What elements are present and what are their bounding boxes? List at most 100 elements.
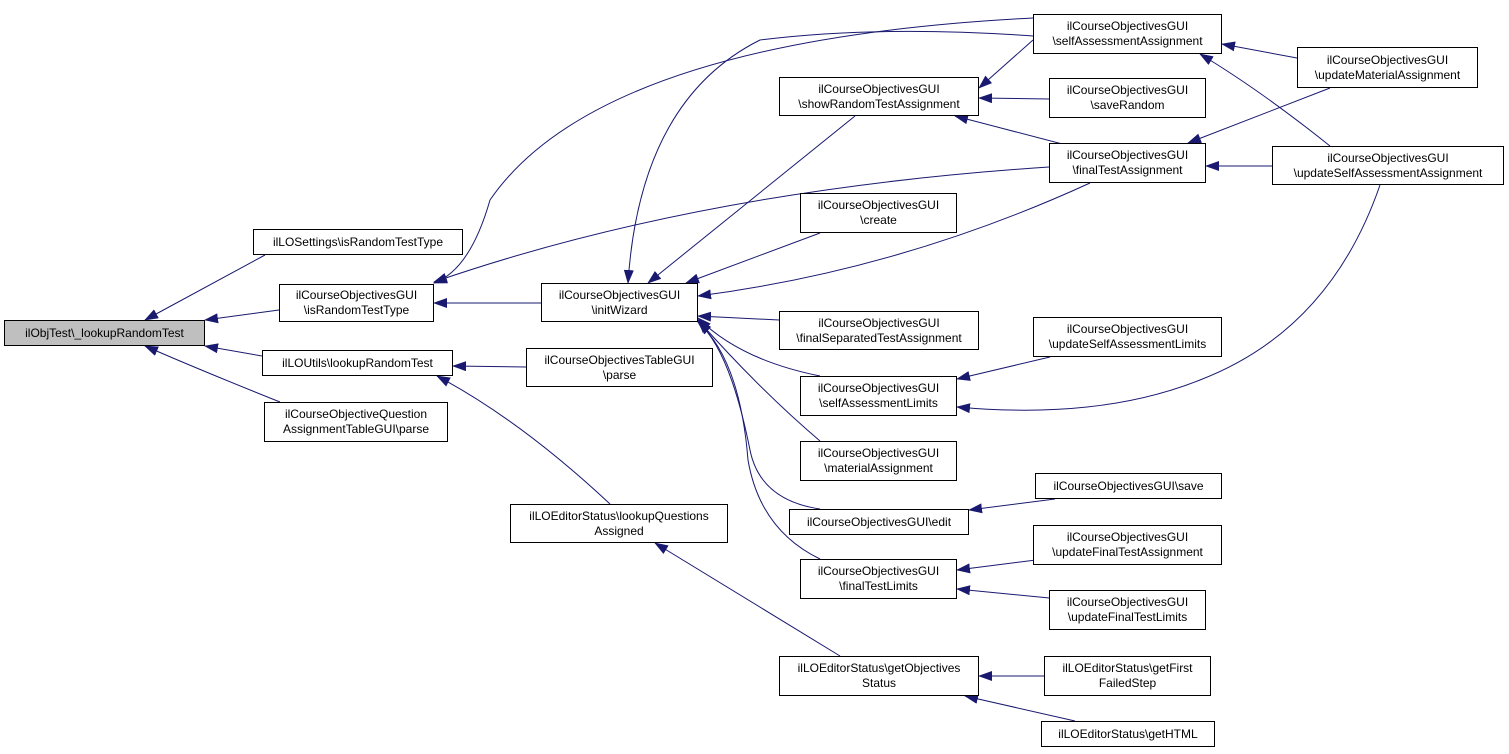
node-update-self-assessment-limits[interactable]: ilCourseObjectivesGUI \updateSelfAssessm… [1033, 317, 1222, 357]
node-label: \finalTestAssignment [1072, 163, 1183, 177]
node-label: \selfAssessmentAssignment [1052, 34, 1203, 48]
call-edge [956, 356, 1051, 381]
node-label: ilObjTest\_lookupRandomTest [25, 325, 184, 340]
node-get-objectives-status[interactable]: ilLOEditorStatus\getObjectives Status [779, 656, 979, 696]
call-edge [697, 321, 821, 560]
node-label: ilCourseObjectivesGUI [817, 381, 940, 395]
call-edge [697, 311, 780, 322]
node-label: ilCourseObjectivesGUI [1066, 322, 1189, 336]
node-label: ilCourseObjectivesGUI [1326, 52, 1449, 67]
node-label: \initWizard [591, 302, 648, 317]
node-label: ilCourseObjectivesGUI [1327, 150, 1449, 165]
node-final-test-assignment[interactable]: ilCourseObjectivesGUI \finalTestAssignme… [1049, 143, 1206, 183]
call-edge [436, 375, 611, 505]
node-label: ilCourseObjectivesGUI [1066, 83, 1189, 97]
node-label: \updateSelfAssessmentAssignment [1293, 165, 1483, 180]
node-label: ilCourseObjectivesGUI [818, 81, 940, 96]
call-edge [697, 319, 821, 442]
call-edge [452, 361, 527, 372]
node-label: ilLOUtils\lookupRandomTest [282, 355, 433, 370]
node-label: ilCourseObjectivesGUI [817, 564, 940, 578]
node-label: AssignmentTableGUI\parse [282, 422, 430, 436]
node-get-first-failed-step[interactable]: ilLOEditorStatus\getFirst FailedStep [1044, 656, 1211, 696]
call-edge [697, 182, 1091, 300]
call-edge [433, 17, 1034, 284]
node-lo-settings-is-random-test-type[interactable]: ilLOSettings\isRandomTestType [253, 229, 463, 255]
call-edge [433, 166, 1050, 283]
node-create[interactable]: ilCourseObjectivesGUI \create [800, 193, 957, 233]
node-label: ilCourseObjectivesGUI [558, 287, 681, 302]
node-label: \finalTestLimits [839, 579, 918, 593]
node-label: ilCourseObjectivesGUI [817, 198, 940, 212]
node-label: \updateMaterialAssignment [1314, 67, 1461, 82]
node-label: \updateSelfAssessmentLimits [1048, 337, 1207, 351]
node-update-final-test-limits[interactable]: ilCourseObjectivesGUI \updateFinalTestLi… [1049, 590, 1206, 630]
call-edge [685, 232, 821, 284]
call-edge [978, 93, 1050, 104]
node-label: \parse [602, 367, 637, 382]
call-edge [144, 345, 281, 403]
node-final-test-limits[interactable]: ilCourseObjectivesGUI \finalTestLimits [800, 559, 957, 599]
call-edge [968, 498, 1056, 514]
node-save-random[interactable]: ilCourseObjectivesGUI \saveRandom [1049, 78, 1206, 118]
call-edge [623, 30, 1034, 284]
node-label: \create [860, 213, 897, 227]
node-label: FailedStep [1098, 676, 1157, 690]
node-self-assessment-limits[interactable]: ilCourseObjectivesGUI \selfAssessmentLim… [800, 376, 957, 416]
call-edge [697, 321, 821, 510]
call-edge [204, 309, 280, 324]
node-init-wizard[interactable]: ilCourseObjectivesGUI \initWizard [541, 283, 698, 322]
call-edge [204, 343, 263, 357]
node-self-assessment-assignment[interactable]: ilCourseObjectivesGUI \selfAssessmentAss… [1033, 14, 1222, 54]
node-label: ilCourseObjectivesTableGUI [544, 352, 695, 367]
node-save[interactable]: ilCourseObjectivesGUI\save [1035, 473, 1222, 499]
call-edge [964, 694, 1076, 722]
call-edge [978, 39, 1034, 89]
node-lookup-questions-assigned[interactable]: ilLOEditorStatus\lookupQuestions Assigne… [510, 504, 728, 543]
node-final-separated-test-assignment[interactable]: ilCourseObjectivesGUI \finalSeparatedTes… [779, 311, 979, 350]
node-label: ilCourseObjectivesGUI [1066, 530, 1189, 544]
node-update-self-assessment-assignment[interactable]: ilCourseObjectivesGUI \updateSelfAssessm… [1272, 146, 1504, 185]
node-label: Assigned [594, 523, 644, 538]
node-edit[interactable]: ilCourseObjectivesGUI\edit [789, 509, 969, 535]
node-label: \saveRandom [1090, 98, 1165, 112]
node-obj-test-lookup-random-test: ilObjTest\_lookupRandomTest [4, 320, 205, 346]
node-label: ilCourseObjectivesGUI [295, 288, 418, 302]
node-label: ilCourseObjectivesGUI\save [1053, 478, 1204, 493]
call-edge [954, 114, 1071, 147]
node-label: \isRandomTestType [303, 303, 410, 317]
node-label: \updateFinalTestLimits [1067, 610, 1188, 624]
node-lo-utils-lookup-random-test[interactable]: ilLOUtils\lookupRandomTest [262, 350, 453, 376]
call-edge [654, 542, 841, 657]
node-label: ilCourseObjectivesGUI\edit [806, 514, 952, 529]
node-label: ilLOEditorStatus\getObjectives [797, 661, 961, 675]
node-label: \showRandomTestAssignment [798, 96, 960, 111]
node-label: ilCourseObjectiveQuestion [284, 407, 428, 421]
node-label: ilCourseObjectivesGUI [818, 315, 940, 330]
node-show-random-test-assignment[interactable]: ilCourseObjectivesGUI \showRandomTestAss… [779, 77, 979, 116]
node-material-assignment[interactable]: ilCourseObjectivesGUI \materialAssignmen… [800, 441, 957, 481]
node-update-material-assignment[interactable]: ilCourseObjectivesGUI \updateMaterialAss… [1297, 47, 1478, 88]
call-edge [956, 184, 1381, 414]
node-label: Status [861, 676, 897, 690]
call-edge [144, 254, 266, 321]
node-label: ilCourseObjectivesGUI [817, 446, 940, 460]
node-course-objectives-table-gui-parse[interactable]: ilCourseObjectivesTableGUI \parse [526, 348, 713, 387]
call-edge [647, 115, 856, 284]
call-edge [1199, 53, 1331, 147]
node-question-assignment-table-gui-parse[interactable]: ilCourseObjectiveQuestion AssignmentTabl… [264, 402, 448, 442]
node-label: ilLOEditorStatus\getFirst [1062, 661, 1193, 675]
node-label: ilCourseObjectivesGUI [1066, 19, 1189, 33]
node-update-final-test-assignment[interactable]: ilCourseObjectivesGUI \updateFinalTestAs… [1033, 525, 1222, 565]
node-label: ilCourseObjectivesGUI [1066, 148, 1189, 162]
node-label: ilCourseObjectivesGUI [1066, 595, 1189, 609]
call-edge [1221, 41, 1298, 59]
node-label: ilLOEditorStatus\getHTML [1058, 726, 1198, 741]
node-course-objectives-gui-is-random-test-type[interactable]: ilCourseObjectivesGUI \isRandomTestType [279, 284, 434, 322]
node-get-html[interactable]: ilLOEditorStatus\getHTML [1041, 721, 1215, 747]
call-edge [1187, 87, 1331, 144]
node-label: ilLOEditorStatus\lookupQuestions [529, 508, 709, 523]
node-label: ilLOSettings\isRandomTestType [272, 234, 444, 249]
